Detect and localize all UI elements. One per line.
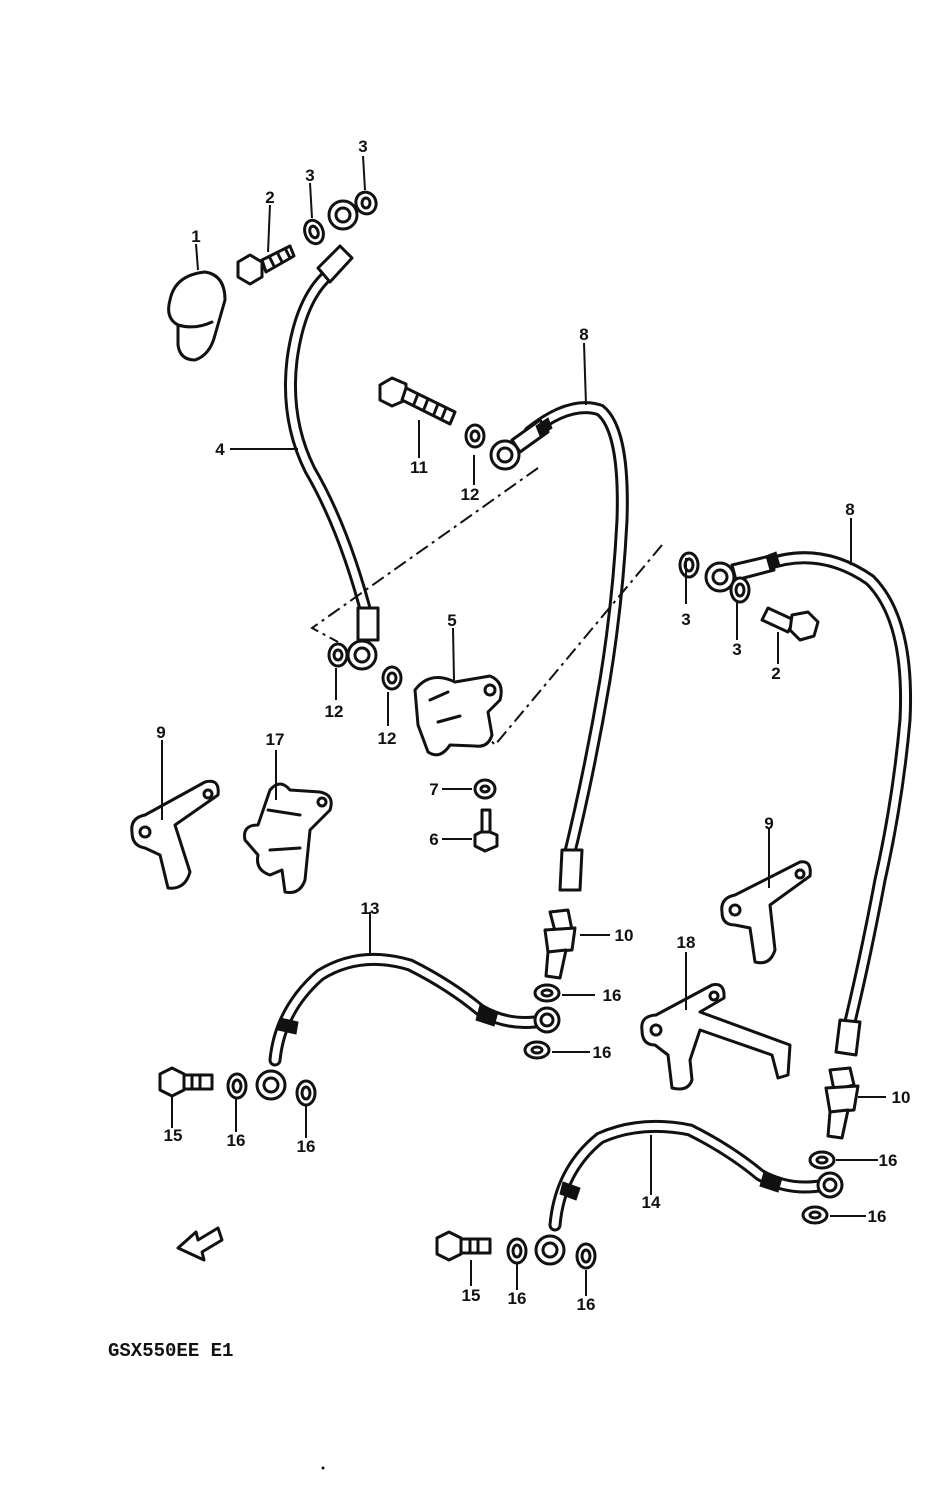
part-12-washer-left [327, 642, 349, 668]
callout-part-9: 9 [764, 814, 773, 833]
part-3-washer-top-right [354, 190, 378, 216]
routing-line-right [485, 544, 663, 747]
part-10-fitting-right [824, 1066, 860, 1140]
part-12-washer-upper [464, 423, 486, 449]
callout-part-2: 2 [265, 188, 274, 207]
callout-part-15: 15 [164, 1126, 183, 1145]
callout-part-16: 16 [577, 1295, 596, 1314]
part-14-brake-hose [534, 1119, 844, 1266]
callout-part-5: 5 [447, 611, 456, 630]
callout-part-4: 4 [215, 440, 225, 459]
part-16-washer-a [533, 983, 561, 1003]
callout-part-16: 16 [603, 986, 622, 1005]
callout-part-12: 12 [378, 729, 397, 748]
callout-part-16: 16 [508, 1289, 527, 1308]
part-16-washer-h [575, 1242, 597, 1270]
stray-mark [321, 1466, 325, 1470]
leader-lines [161, 155, 886, 1296]
part-8-brake-hose-center [489, 401, 629, 892]
callout-part-16: 16 [297, 1137, 316, 1156]
callout-part-3: 3 [305, 166, 314, 185]
part-3-washer-right-lower [729, 576, 751, 604]
callout-part-8: 8 [579, 325, 588, 344]
part-5-three-way-joint [413, 674, 503, 757]
part-11-union-bolt [378, 376, 457, 426]
callout-part-10: 10 [615, 926, 634, 945]
part-3-washer-right-upper [678, 551, 700, 579]
part-16-washer-d [295, 1079, 317, 1107]
part-9-bracket-left [130, 779, 220, 890]
part-1-cap [167, 270, 227, 362]
callout-part-18: 18 [677, 933, 696, 952]
part-13-brake-hose [255, 952, 561, 1101]
callout-part-8: 8 [845, 500, 854, 519]
callout-part-16: 16 [868, 1207, 887, 1226]
part-2-union-bolt-top [236, 244, 296, 286]
callout-part-14: 14 [642, 1193, 661, 1212]
callout-part-16: 16 [593, 1043, 612, 1062]
callout-part-7: 7 [429, 780, 438, 799]
callout-part-9: 9 [156, 723, 165, 742]
part-9-bracket-right [720, 860, 812, 965]
part-8-brake-hose-right [704, 551, 913, 1057]
callout-part-2: 2 [771, 664, 780, 683]
callout-part-3: 3 [681, 610, 690, 629]
part-10-fitting-center [543, 908, 577, 980]
part-17-bracket [243, 782, 333, 894]
part-3-washer-top-left [303, 218, 325, 246]
part-4-brake-hose [284, 199, 380, 671]
part-16-washer-b [523, 1040, 551, 1060]
part-6-bleeder [473, 808, 499, 853]
callout-part-3: 3 [732, 640, 741, 659]
callout-part-12: 12 [325, 702, 344, 721]
routing-line-left [310, 467, 539, 643]
part-7-washer [473, 778, 497, 800]
callout-labels: 1 2 3 3 4 8 11 12 5 12 12 7 6 9 17 3 3 2… [156, 137, 910, 1314]
callout-part-12: 12 [461, 485, 480, 504]
part-15-union-bolt-left [158, 1066, 214, 1098]
callout-part-6: 6 [429, 830, 438, 849]
callout-part-16: 16 [227, 1131, 246, 1150]
part-2-union-bolt-right [760, 606, 820, 642]
part-16-washer-f [801, 1205, 829, 1225]
part-16-washer-c [226, 1072, 248, 1100]
part-16-washer-g [506, 1237, 528, 1265]
part-16-washer-e [808, 1150, 836, 1170]
model-code-label: GSX550EE E1 [108, 1340, 233, 1362]
part-12-washer-right [381, 665, 403, 691]
callout-part-16: 16 [879, 1151, 898, 1170]
callout-part-3: 3 [358, 137, 367, 156]
callout-part-17: 17 [266, 730, 285, 749]
callout-part-15: 15 [462, 1286, 481, 1305]
part-18-bracket [640, 983, 792, 1091]
front-direction-arrow-icon [176, 1226, 224, 1262]
callout-part-13: 13 [361, 899, 380, 918]
callout-part-1: 1 [191, 227, 200, 246]
part-15-union-bolt-right [435, 1230, 492, 1262]
callout-part-10: 10 [892, 1088, 911, 1107]
callout-part-11: 11 [410, 458, 428, 477]
